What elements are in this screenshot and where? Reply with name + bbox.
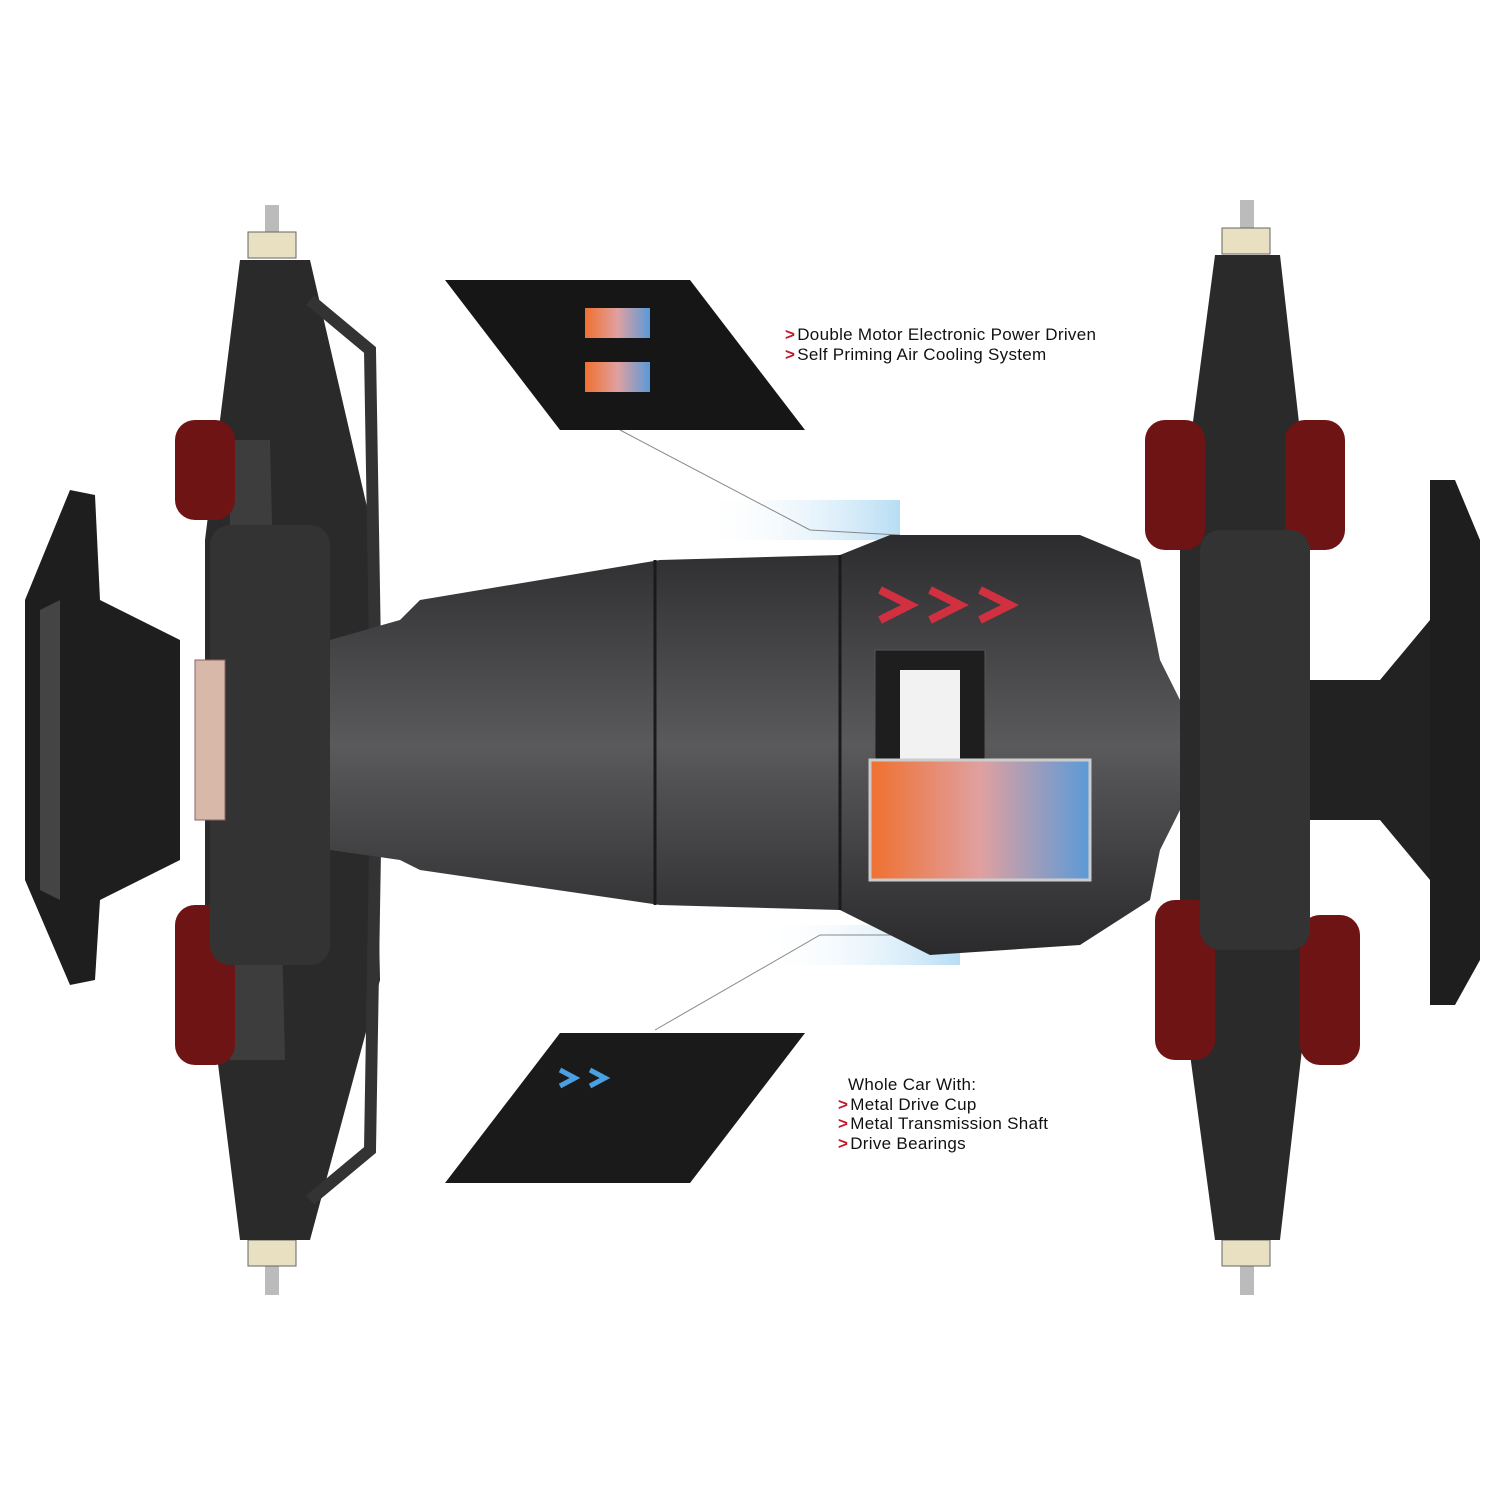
front-axle-assembly [25,205,381,1295]
callout-item: >Metal Transmission Shaft [838,1114,1049,1133]
callout-line-top [619,429,901,536]
cooling-glow-top [700,500,900,540]
inset-photo-drivetrain [445,1033,805,1183]
bullet-chevron-icon: > [838,1133,849,1153]
callout-heading: Whole Car With: [848,1075,977,1094]
motor [868,758,1092,882]
bullet-chevron-icon: > [785,344,796,364]
callout-drivetrain: Whole Car With: >Metal Drive Cup >Metal … [838,1075,1048,1153]
chassis-body [330,535,1180,955]
rear-axle-assembly [1145,200,1480,1295]
callout-item: >Self Priming Air Cooling System [785,344,1047,364]
callout-motor: >Double Motor Electronic Power Driven >S… [785,325,1096,364]
bullet-chevron-icon: > [838,1094,849,1114]
callout-item: >Double Motor Electronic Power Driven [785,325,1097,344]
callout-item: >Drive Bearings [838,1133,966,1153]
bullet-chevron-icon: > [785,325,796,344]
callout-item: >Metal Drive Cup [838,1094,977,1114]
inset-photo-motor [445,280,805,430]
bullet-chevron-icon: > [838,1114,849,1133]
